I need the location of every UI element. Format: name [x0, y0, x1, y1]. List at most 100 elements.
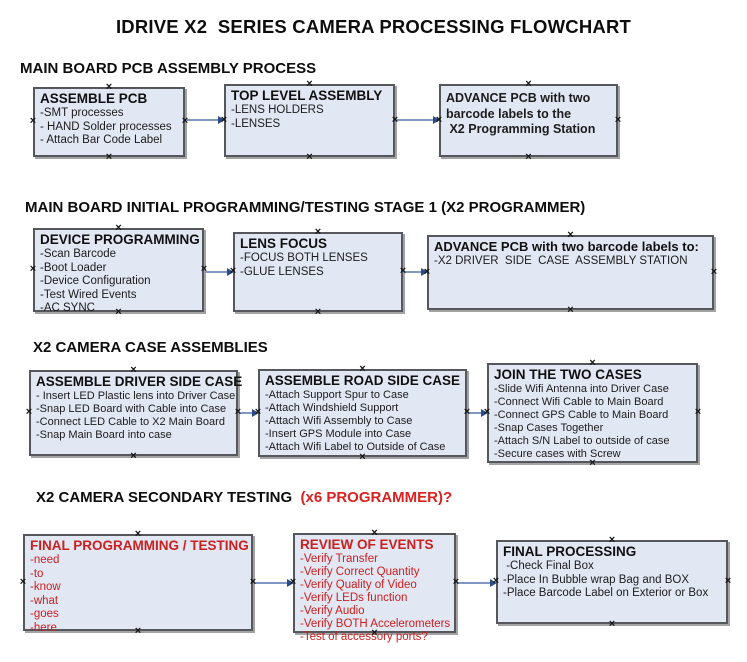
arrow-head-icon — [433, 116, 440, 124]
box-title: ASSEMBLE PCB — [40, 91, 148, 106]
connector-arrow[interactable] — [254, 578, 294, 588]
connection-handle-icon: × — [483, 406, 491, 418]
box-line: -Attach S/N Label to outside of case — [494, 435, 670, 447]
box-line: -Check Final Box — [503, 560, 594, 572]
box-line: -Verify Audio — [300, 605, 365, 617]
box-title: TOP LEVEL ASSEMBLY — [231, 88, 383, 103]
box-line: -FOCUS BOTH LENSES — [240, 252, 368, 264]
flow-box-final-programming-testing[interactable]: × × × × FINAL PROGRAMMING / TESTING -nee… — [20, 529, 256, 637]
arrow-line — [239, 412, 252, 414]
box-line: -what — [30, 594, 59, 607]
section-header-case-assemblies: X2 CAMERA CASE ASSEMBLIES — [33, 339, 268, 356]
connector-arrow[interactable] — [457, 578, 497, 588]
box-line: -Snap Main Board into case — [36, 429, 172, 441]
box-line: - Insert LED Plastic lens into Driver Ca… — [36, 390, 236, 402]
box-line: -Attach Wifi Label to Outside of Case — [265, 441, 446, 453]
connection-handle-icon: × — [710, 265, 718, 278]
flow-box-advance-pcb-programming-station[interactable]: × × × × ADVANCE PCB with two barcode lab… — [436, 79, 621, 163]
connection-handle-icon: × — [254, 406, 262, 418]
box-title: ASSEMBLE ROAD SIDE CASE — [265, 373, 461, 388]
box-line: -here — [30, 621, 57, 634]
connection-handle-icon: × — [608, 534, 616, 546]
box-line: -Place In Bubble wrap Bag and BOX — [503, 573, 690, 586]
box-line: -Verify LEDs function — [300, 592, 408, 604]
connector-arrow[interactable] — [186, 115, 225, 125]
flow-box-assemble-driver-side-case[interactable]: × × × × ASSEMBLE DRIVER SIDE CASE - Inse… — [26, 365, 243, 462]
box-line: -Scan Barcode — [40, 248, 117, 260]
box-title: ASSEMBLE DRIVER SIDE CASE — [36, 374, 243, 389]
connection-handle-icon: × — [435, 113, 443, 126]
connection-handle-icon: × — [115, 306, 122, 318]
arrow-line — [457, 582, 490, 584]
connection-handle-icon: × — [567, 229, 574, 241]
connection-handle-icon: × — [25, 406, 33, 418]
box-line: -Verify Transfer — [300, 553, 378, 565]
box-line: -need — [30, 554, 60, 566]
connection-handle-icon: × — [589, 357, 596, 369]
box-title: JOIN THE TWO CASES — [494, 367, 642, 382]
arrow-head-icon — [490, 579, 497, 587]
box-line: -Insert GPS Module into Case — [265, 428, 412, 440]
connection-handle-icon: × — [423, 265, 431, 278]
box-line: -AC SYNC — [40, 302, 95, 314]
connection-handle-icon: × — [306, 78, 313, 90]
connector-arrow[interactable] — [396, 115, 440, 125]
box-title: FINAL PROCESSING — [503, 544, 637, 559]
box-line: -LENS HOLDERS — [231, 104, 324, 116]
box-line: -Device Configuration — [40, 275, 151, 287]
box-line: -Verify Correct Quantity — [300, 566, 420, 578]
box-title: DEVICE PROGRAMMING — [40, 232, 200, 247]
section-header-black-part: X2 CAMERA SECONDARY TESTING — [36, 489, 297, 506]
connection-handle-icon: × — [567, 304, 574, 316]
box-line: -Slide Wifi Antenna into Driver Case — [494, 383, 669, 395]
arrow-line — [396, 119, 433, 121]
connection-handle-icon: × — [130, 450, 137, 462]
connection-handle-icon: × — [289, 576, 297, 588]
connection-handle-icon: × — [19, 575, 27, 588]
connection-handle-icon: × — [29, 263, 37, 275]
flow-box-review-of-events[interactable]: × × × × REVIEW OF EVENTS -Verify Transfe… — [290, 528, 459, 644]
box-line: -GLUE LENSES — [240, 265, 324, 278]
connector-arrow[interactable] — [404, 267, 428, 277]
connection-handle-icon: × — [463, 406, 471, 418]
box-title: LENS FOCUS — [240, 236, 328, 251]
box-line: -Verify Quality of Video — [300, 579, 417, 591]
arrow-head-icon — [421, 268, 428, 276]
flow-box-assemble-pcb[interactable]: × × × × ASSEMBLE PCB -SMT processes - HA… — [30, 82, 188, 163]
flow-box-join-the-two-cases[interactable]: × × × × JOIN THE TWO CASES -Slide Wifi A… — [484, 358, 701, 469]
box-line: ADVANCE PCB with two — [446, 91, 591, 105]
box-line: -to — [30, 567, 44, 580]
box-line: -Test Wired Events — [40, 288, 137, 301]
box-line: -X2 DRIVER SIDE CASE ASSEMBLY STATION — [434, 255, 688, 267]
section-header-initial-programming: MAIN BOARD INITIAL PROGRAMMING/TESTING S… — [25, 199, 586, 216]
connection-handle-icon: × — [589, 457, 596, 469]
flow-box-top-level-assembly[interactable]: × × × × TOP LEVEL ASSEMBLY -LENS HOLDERS… — [221, 79, 398, 163]
connection-handle-icon: × — [134, 625, 142, 637]
connection-handle-icon: × — [694, 406, 702, 418]
flow-box-final-processing[interactable]: × × × × FINAL PROCESSING -Check Final Bo… — [493, 535, 731, 630]
box-line: -Attach Windshield Support — [265, 402, 399, 414]
flow-box-assemble-road-side-case[interactable]: × × × × ASSEMBLE ROAD SIDE CASE -Attach … — [255, 364, 470, 463]
box-line: -Snap LED Board with Cable into Case — [36, 403, 227, 415]
box-line: X2 Programming Station — [446, 122, 596, 136]
arrow-head-icon — [252, 409, 259, 417]
box-line: -Connect GPS Cable to Main Board — [494, 409, 669, 421]
connector-arrow[interactable] — [239, 408, 259, 418]
box-line: -Connect Wifi Cable to Main Board — [494, 396, 664, 408]
section-header-pcb-assembly: MAIN BOARD PCB ASSEMBLY PROCESS — [20, 60, 317, 77]
box-title: FINAL PROGRAMMING / TESTING — [30, 538, 249, 553]
page-title: IDRIVE X2 SERIES CAMERA PROCESSING FLOWC… — [115, 16, 632, 37]
flow-box-advance-pcb-driver-side-station[interactable]: × × × × ADVANCE PCB with two barcode lab… — [424, 230, 717, 316]
box-line: - Attach Bar Code Label — [40, 134, 163, 146]
connection-handle-icon: × — [134, 528, 142, 540]
flow-box-lens-focus[interactable]: × × × × LENS FOCUS -FOCUS BOTH LENSES -G… — [230, 227, 406, 318]
connection-handle-icon: × — [29, 115, 37, 127]
connector-arrow[interactable] — [468, 408, 488, 418]
flow-box-device-programming[interactable]: × × × × DEVICE PROGRAMMING -Scan Barcode… — [30, 223, 207, 318]
box-line: -Place Barcode Label on Exterior or Box — [503, 587, 709, 599]
box-line: -Connect LED Cable to X2 Main Board — [36, 416, 225, 428]
box-line: barcode labels to the — [446, 106, 572, 121]
connection-handle-icon: × — [306, 151, 313, 163]
connection-handle-icon: × — [105, 151, 113, 163]
connector-arrow[interactable] — [205, 267, 234, 277]
